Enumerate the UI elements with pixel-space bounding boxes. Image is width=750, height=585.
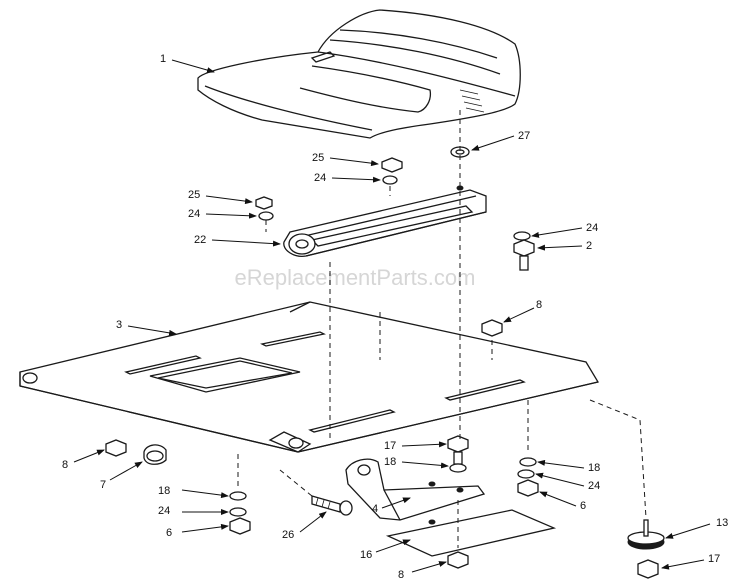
isolator-part	[627, 519, 665, 550]
callout-3: 3	[116, 319, 122, 331]
callout-25: 25	[188, 189, 200, 201]
plate-part	[385, 509, 557, 557]
callout-17: 17	[384, 440, 396, 452]
callout-18: 18	[158, 485, 170, 497]
callout-22: 22	[194, 234, 206, 246]
callout-8: 8	[62, 459, 68, 471]
callout-24: 24	[588, 480, 600, 492]
slide-bracket-part	[283, 185, 487, 257]
callout-18: 18	[384, 456, 396, 468]
mounting-plate-part	[19, 301, 600, 453]
callout-4: 4	[372, 503, 378, 515]
callout-24: 24	[158, 505, 170, 517]
callout-8: 8	[398, 569, 404, 581]
callout-24: 24	[586, 222, 598, 234]
callout-2: 2	[586, 240, 592, 252]
callout-7: 7	[100, 479, 106, 491]
callout-8: 8	[536, 299, 542, 311]
callout-26: 26	[282, 529, 294, 541]
callout-25: 25	[312, 152, 324, 164]
callout-16: 16	[360, 549, 372, 561]
callout-13: 13	[716, 517, 728, 529]
callout-6: 6	[580, 500, 586, 512]
callout-18: 18	[588, 462, 600, 474]
bracket-part	[345, 458, 486, 521]
watermark-text: eReplacementParts.com	[235, 265, 476, 290]
callout-1: 1	[160, 53, 166, 65]
callout-17: 17	[708, 553, 720, 565]
callout-24: 24	[188, 208, 200, 220]
leader-lines	[73, 59, 711, 573]
callout-labels: 1 27 25 24 25 24 22 24 2 3 8 17 18 18 24…	[62, 53, 728, 581]
seat-part	[197, 9, 521, 139]
callout-6: 6	[166, 527, 172, 539]
callout-24: 24	[314, 172, 326, 184]
callout-27: 27	[518, 130, 530, 142]
alignment-lines	[237, 110, 647, 548]
hardware-parts	[105, 146, 659, 579]
